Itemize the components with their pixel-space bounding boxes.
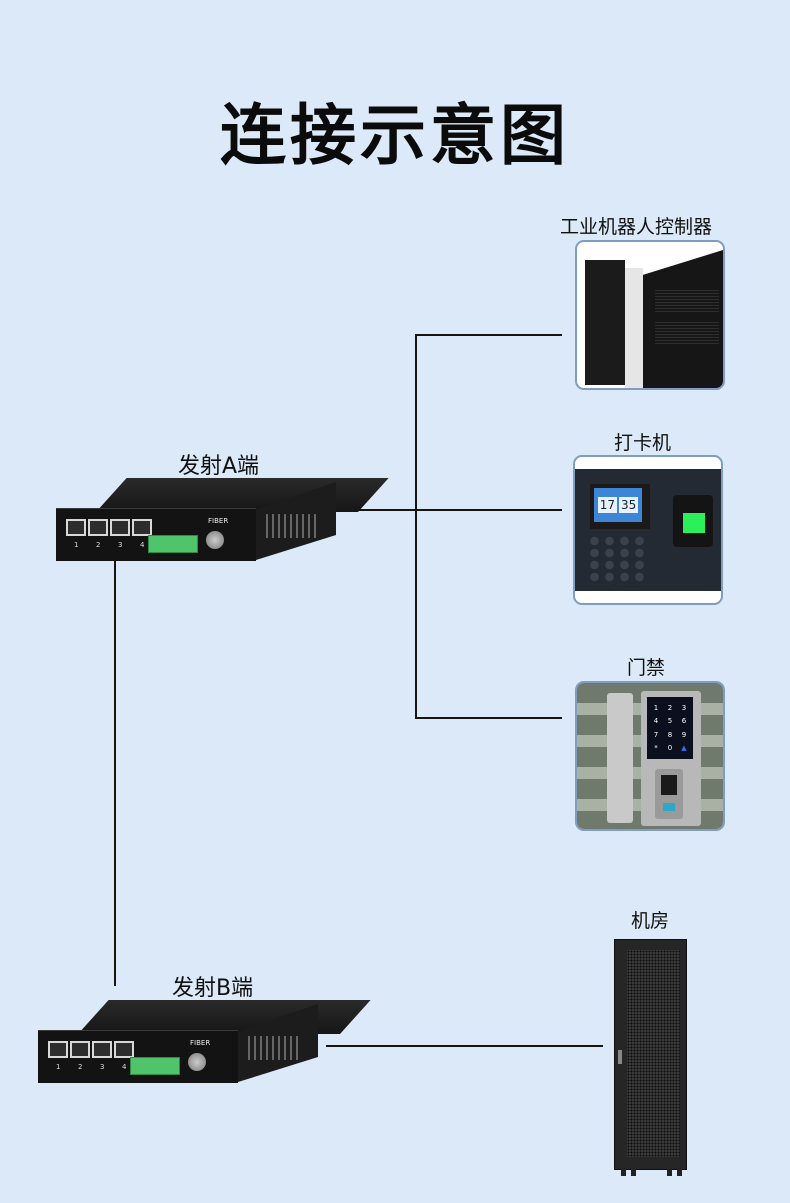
keypad-key: 6 <box>681 717 687 726</box>
port-number: 3 <box>118 541 123 549</box>
ethernet-port <box>110 519 130 536</box>
cabinet-handle <box>618 1050 622 1064</box>
connector-line-a-trunk <box>337 509 417 511</box>
ethernet-port <box>48 1041 68 1058</box>
connector-line-server-room <box>326 1045 603 1047</box>
keypad-key: 2 <box>667 703 673 712</box>
connector-line-robot <box>415 334 562 336</box>
ethernet-port <box>132 519 152 536</box>
connector-line-bus-vertical <box>415 334 417 719</box>
fingerprint-reader-icon <box>655 769 683 819</box>
ethernet-port <box>66 519 86 536</box>
time-clock-card: 17 35 <box>573 455 723 605</box>
keypad-key: 7 <box>653 730 659 739</box>
transmitter-a-device: 1 2 3 4 FIBER <box>56 478 389 578</box>
connector-line-access <box>415 717 562 719</box>
bell-icon: ▲ <box>681 744 687 753</box>
server-cabinet-icon <box>614 939 687 1176</box>
keypad-key: 9 <box>681 730 687 739</box>
switch-front-panel: 1 2 3 4 FIBER <box>38 1030 238 1083</box>
cabinet-foot <box>677 1169 682 1176</box>
ethernet-port <box>114 1041 134 1058</box>
keypad-key: 1 <box>653 703 659 712</box>
vent-slots <box>248 1036 298 1060</box>
keypad-key: 5 <box>667 717 673 726</box>
connector-line-fiber <box>114 550 116 986</box>
fiber-label: FIBER <box>190 1039 211 1047</box>
keypad-key: 8 <box>667 730 673 739</box>
port-number: 4 <box>122 1063 127 1071</box>
keypad-key: * <box>654 744 658 753</box>
port-number: 3 <box>100 1063 105 1071</box>
ethernet-port <box>88 519 108 536</box>
switch-top-panel <box>96 478 389 512</box>
transmitter-b-device: 1 2 3 4 FIBER <box>38 1000 371 1100</box>
keypad-key: 3 <box>681 703 687 712</box>
port-number: 1 <box>56 1063 61 1071</box>
cabinet-foot <box>621 1169 626 1176</box>
rs485-terminal-block <box>148 535 198 553</box>
touch-keypad: 1 2 3 4 5 6 7 8 9 * 0 ▲ <box>647 697 693 759</box>
transmitter-a-label: 发射A端 <box>178 454 260 479</box>
port-number: 1 <box>74 541 79 549</box>
transmitter-b-label: 发射B端 <box>172 976 254 1001</box>
ethernet-port <box>92 1041 112 1058</box>
port-number: 4 <box>140 541 145 549</box>
keypad-key: 0 <box>667 744 673 753</box>
fiber-connector-icon <box>206 531 224 549</box>
access-control-image: 1 2 3 4 5 6 7 8 9 * 0 ▲ <box>577 683 723 829</box>
server-room-label: 机房 <box>631 910 670 932</box>
connector-line-timeclock <box>415 509 562 511</box>
time-clock-label: 打卡机 <box>614 432 672 454</box>
keypad-key: 4 <box>653 717 659 726</box>
rs485-terminal-block <box>130 1057 180 1075</box>
port-number: 2 <box>96 541 101 549</box>
switch-top-panel <box>78 1000 371 1034</box>
robot-controller-card <box>575 240 725 390</box>
cabinet-foot <box>631 1169 636 1176</box>
access-control-label: 门禁 <box>627 657 666 679</box>
ethernet-port <box>70 1041 90 1058</box>
fiber-label: FIBER <box>208 517 229 525</box>
clock-minute: 35 <box>619 497 639 513</box>
clock-hour: 17 <box>597 497 617 513</box>
switch-front-panel: 1 2 3 4 FIBER <box>56 508 256 561</box>
fingerprint-sensor-icon <box>683 513 705 533</box>
cabinet-foot <box>667 1169 672 1176</box>
vent-slots <box>266 514 316 538</box>
page-title: 连接示意图 <box>220 97 570 174</box>
robot-controller-label: 工业机器人控制器 <box>560 216 713 238</box>
port-number: 2 <box>78 1063 83 1071</box>
time-clock-image: 17 35 <box>575 469 721 591</box>
cabinet-mesh-door <box>627 950 680 1157</box>
fiber-connector-icon <box>188 1053 206 1071</box>
robot-controller-image <box>585 250 723 388</box>
access-control-card: 1 2 3 4 5 6 7 8 9 * 0 ▲ <box>575 681 725 831</box>
